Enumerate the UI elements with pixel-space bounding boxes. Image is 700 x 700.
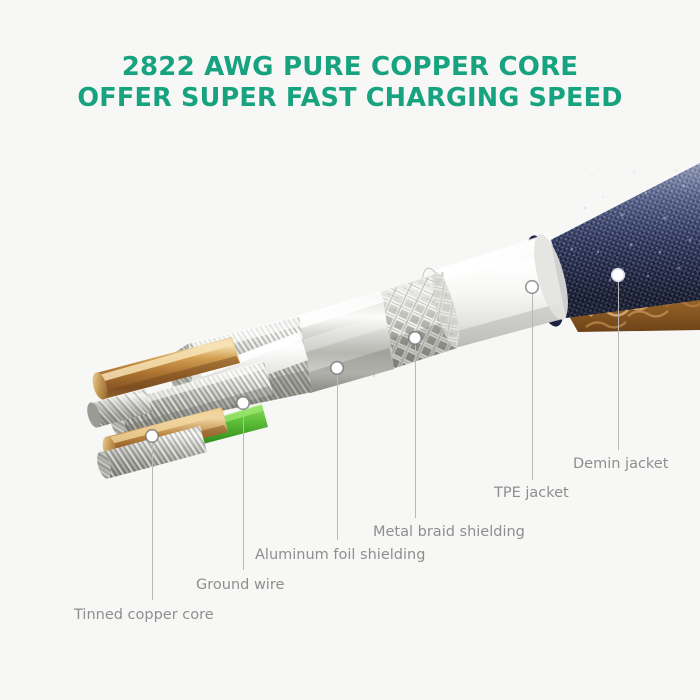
tinned-strand-tip [87, 389, 152, 428]
page-title: 2822 AWG PURE COPPER CORE OFFER SUPER FA… [0, 52, 700, 114]
denim-jacket-layer [526, 163, 700, 332]
tinned-strand-middle [108, 361, 273, 437]
tinned-strand-lower [97, 426, 207, 479]
leader-line-tpe-jacket [532, 293, 533, 480]
callout-dot-tinned-copper-core[interactable] [146, 430, 158, 442]
callout-dot-ground-wire[interactable] [237, 397, 249, 409]
callout-dot-aluminum-foil[interactable] [331, 362, 343, 374]
headline-line-2: OFFER SUPER FAST CHARGING SPEED [77, 83, 623, 113]
callout-dot-tpe-jacket[interactable] [526, 281, 538, 293]
callout-label-aluminum-foil: Aluminum foil shielding [255, 547, 426, 563]
callout-dot-denim-jacket[interactable] [612, 269, 624, 281]
leader-line-denim-jacket [618, 281, 619, 450]
callout-label-ground-wire: Ground wire [196, 577, 285, 593]
copper-conductor-upper [92, 337, 240, 400]
callout-label-denim-jacket: Demin jacket [573, 456, 669, 472]
callout-label-metal-braid: Metal braid shielding [373, 524, 525, 540]
leader-line-ground-wire [243, 409, 244, 570]
leader-line-tinned-copper-core [152, 442, 153, 600]
leader-line-aluminum-foil [337, 374, 338, 540]
denim-speckles [570, 168, 692, 282]
callout-label-tinned-copper-core: Tinned copper core [74, 607, 214, 623]
metal-braid-layer [353, 272, 460, 378]
headline-line-1: 2822 AWG PURE COPPER CORE [121, 52, 579, 82]
callout-label-tpe-jacket: TPE jacket [494, 485, 569, 501]
leader-line-metal-braid [415, 344, 416, 518]
callout-dot-metal-braid[interactable] [409, 332, 421, 344]
copper-cut-end-upper [92, 372, 108, 400]
